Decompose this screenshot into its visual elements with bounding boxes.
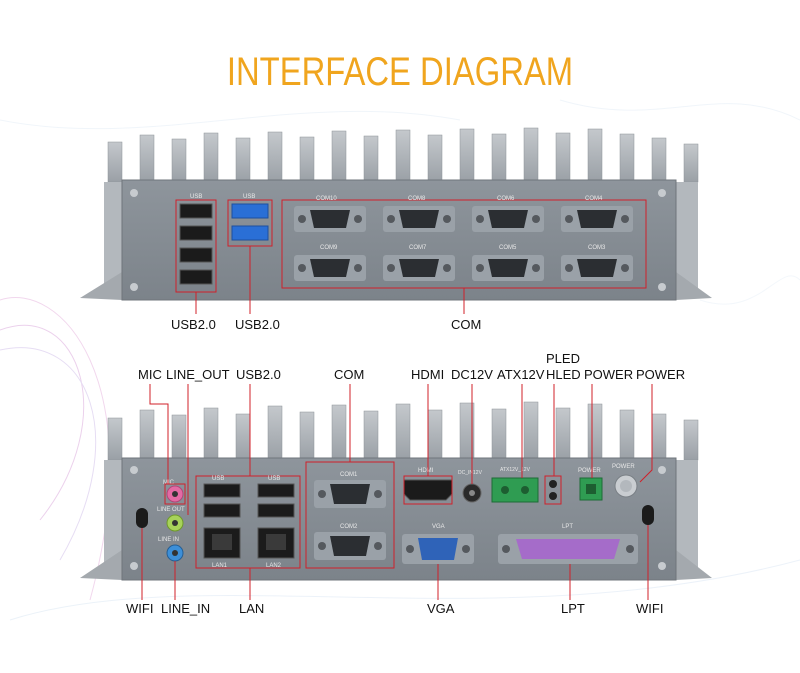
top-callout-usb-b: USB2.0 — [235, 317, 280, 332]
wifi-left-port — [136, 508, 148, 528]
top-callout-usb-a: USB2.0 — [171, 317, 216, 332]
com2-panel-label: COM2 — [340, 524, 358, 530]
top-com-connectors — [294, 206, 633, 281]
callout-pled: PLED — [546, 351, 580, 366]
pled-led — [549, 480, 557, 488]
com7-panel-label: COM7 — [409, 245, 427, 251]
top-usb-a-panel-label: USB — [190, 194, 202, 200]
lan2-panel-label: LAN2 — [266, 563, 282, 569]
com6-panel-label: COM6 — [497, 196, 515, 202]
callout-wifi-left: WIFI — [126, 601, 154, 616]
dc-panel-label: DC_IN12V — [458, 470, 483, 476]
power-btn-panel-label: POWER — [612, 464, 635, 470]
hled-led — [549, 492, 557, 500]
callout-vga: VGA — [427, 601, 455, 616]
top-usb-a-ports — [179, 203, 213, 285]
mic-highlight — [164, 483, 186, 505]
callout-wifi-right: WIFI — [636, 601, 664, 616]
usb-a-panel-label: USB — [212, 476, 224, 482]
line-in-panel-label: LINE IN — [158, 537, 179, 543]
top-leader-lines — [195, 246, 465, 314]
callout-line-in: LINE_IN — [161, 601, 211, 616]
callout-hled: HLED — [546, 367, 581, 382]
bottom-leader-lines — [141, 384, 653, 600]
line-out-panel-label: LINE OUT — [157, 507, 185, 513]
callout-hdmi: HDMI — [411, 367, 445, 382]
atx-panel-label: ATX12V_12V — [500, 467, 531, 473]
callout-dc12v: DC12V — [451, 367, 493, 382]
com8-panel-label: COM8 — [408, 196, 426, 202]
callout-power-b: POWER — [636, 367, 686, 382]
hdmi-panel-label: HDMI — [418, 468, 434, 474]
wifi-right-port — [642, 505, 654, 525]
lpt-port — [498, 534, 638, 564]
bottom-heatsink-fins — [107, 401, 699, 461]
com10-panel-label: COM10 — [316, 196, 337, 202]
com5-panel-label: COM5 — [499, 245, 517, 251]
vga-panel-label: VGA — [432, 524, 445, 530]
callout-line-out: LINE_OUT — [166, 367, 230, 382]
top-callout-com: COM — [451, 317, 482, 332]
com9-panel-label: COM9 — [320, 245, 338, 251]
mic-panel-label: MIC — [163, 480, 175, 486]
page-title: INTERFACE DIAGRAM — [226, 50, 574, 94]
callout-usb: USB2.0 — [236, 367, 281, 382]
power-sw-panel-label: POWER — [578, 468, 601, 474]
callout-lan: LAN — [239, 601, 265, 616]
callout-com: COM — [334, 367, 365, 382]
usb-b-panel-label: USB — [268, 476, 280, 482]
hdmi-port — [403, 479, 453, 501]
lan1-panel-label: LAN1 — [212, 563, 228, 569]
callout-power-a: POWER — [584, 367, 634, 382]
com4-panel-label: COM4 — [585, 196, 603, 202]
lan-ports — [203, 527, 295, 559]
callout-atx12v: ATX12V — [497, 367, 545, 382]
usb-lan-highlight — [195, 475, 301, 569]
top-usb-b-ports — [231, 203, 269, 241]
led-highlight — [544, 475, 562, 505]
callout-lpt: LPT — [561, 601, 585, 616]
bottom-usb-ports — [203, 483, 295, 518]
atx-connector — [491, 477, 539, 503]
top-heatsink-fins — [107, 127, 699, 183]
com1-panel-label: COM1 — [340, 472, 358, 478]
lpt-panel-label: LPT — [562, 524, 573, 530]
vga-port — [402, 534, 474, 564]
com3-panel-label: COM3 — [588, 245, 606, 251]
top-usb-b-panel-label: USB — [243, 194, 255, 200]
callout-mic: MIC — [138, 367, 162, 382]
